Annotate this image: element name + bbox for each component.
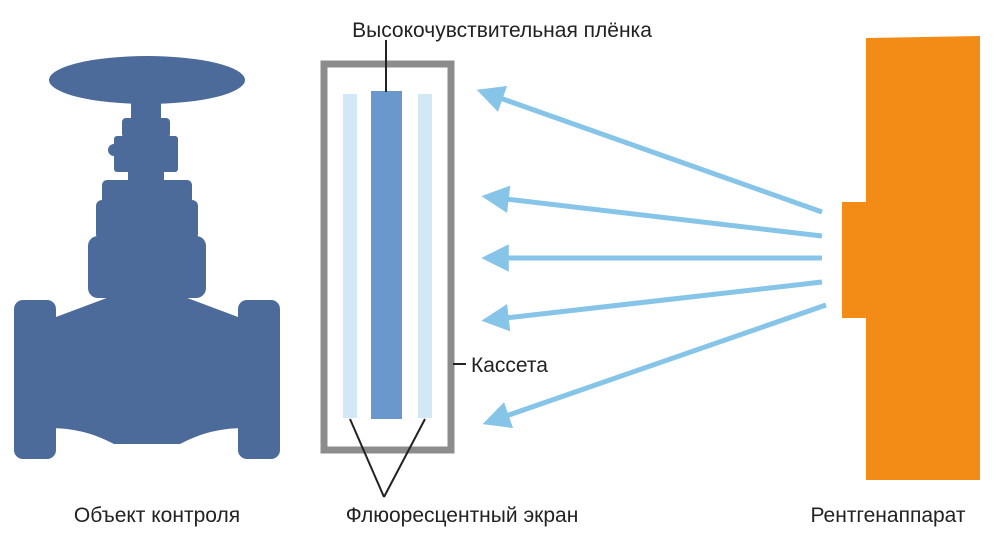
screen-leader-line-left — [349, 418, 385, 498]
object-label: Объект контроля — [74, 504, 240, 527]
cassette-label: Кассета — [471, 354, 548, 377]
gate-valve-icon — [14, 56, 280, 459]
xray-beam-arrow-icon — [476, 85, 823, 215]
xray-beam-arrow-icon — [481, 185, 823, 239]
xray-beam-arrow-icon — [481, 279, 823, 332]
fluorescent-screen-right — [418, 94, 432, 418]
cassette — [320, 60, 455, 454]
high-sensitivity-film — [371, 91, 402, 419]
screen-label: Флюоресцентный экран — [346, 504, 579, 527]
xray-apparatus — [842, 36, 980, 480]
fluorescent-screen-left — [343, 94, 357, 418]
film-label: Высокочувствительная плёнка — [352, 19, 652, 42]
screen-leader-line-right — [383, 418, 426, 498]
xray-beams — [476, 85, 827, 429]
xray-beam-arrow-icon — [482, 302, 827, 429]
cassette-frame — [320, 60, 455, 454]
xray-apparatus-label: Рентгенаппарат — [810, 504, 965, 527]
